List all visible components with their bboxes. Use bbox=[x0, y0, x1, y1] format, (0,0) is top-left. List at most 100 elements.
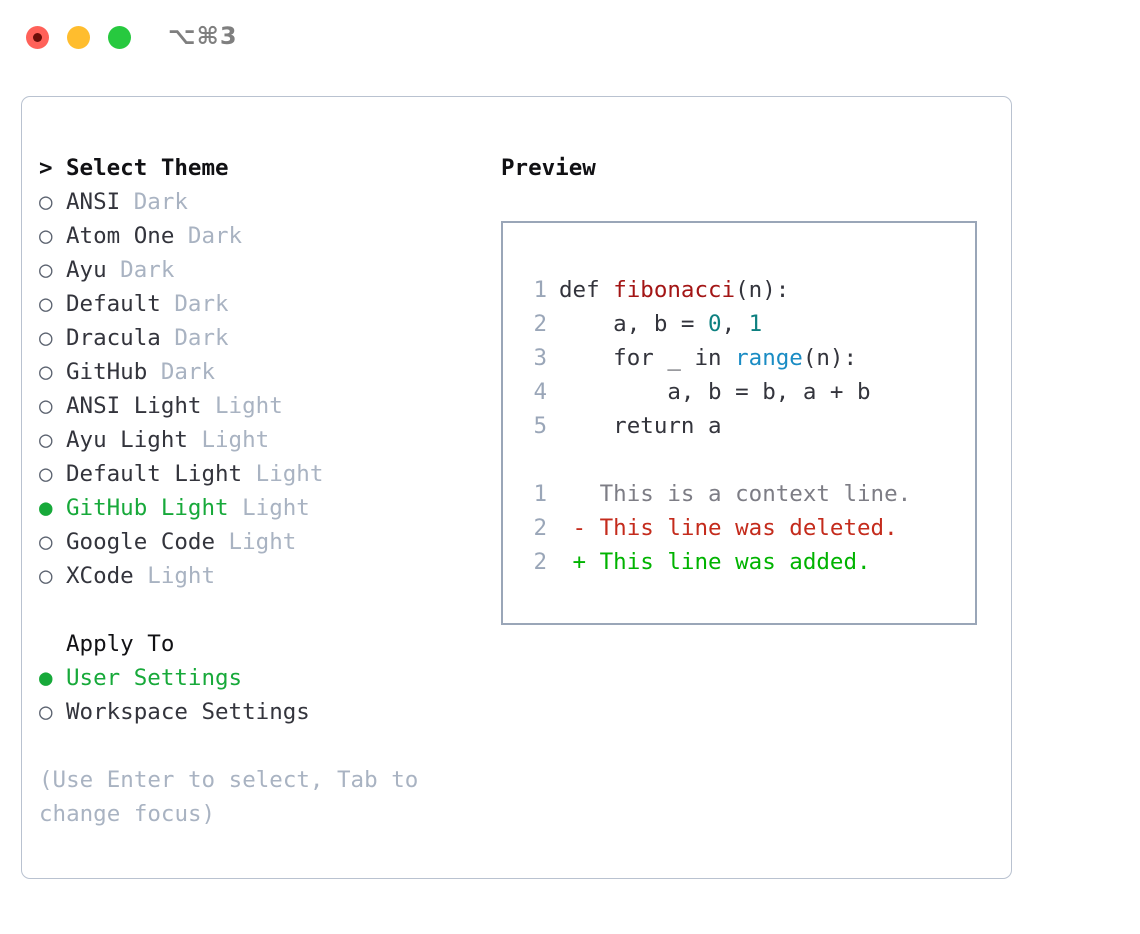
theme-option-badge: Light bbox=[242, 461, 324, 487]
apply-to-option-label: User Settings bbox=[66, 665, 243, 691]
theme-selector-pane: > Select Theme ○ ANSI Dark ○ Atom One Dark ○ A… bbox=[39, 151, 479, 831]
caret-icon: > bbox=[39, 155, 53, 181]
apply-to-option-list: ● User Settings ○ Workspace Settings bbox=[39, 661, 479, 729]
code-line: 2 a, b = 0, 1 bbox=[521, 307, 969, 341]
apply-to-option-workspace-settings[interactable]: ○ Workspace Settings bbox=[39, 695, 479, 729]
line-number: 1 bbox=[533, 277, 547, 303]
code-token: return a bbox=[559, 413, 722, 439]
theme-option-label: ANSI Light bbox=[66, 393, 202, 419]
radio-unselected-icon: ○ bbox=[39, 563, 53, 589]
theme-option-label: GitHub Light bbox=[66, 495, 229, 521]
code-token: def bbox=[559, 277, 614, 303]
radio-unselected-icon: ○ bbox=[39, 189, 53, 215]
theme-option-badge: Light bbox=[228, 495, 310, 521]
theme-option-badge: Light bbox=[215, 529, 297, 555]
code-line: 5 return a bbox=[521, 409, 969, 443]
theme-option-badge: Light bbox=[187, 427, 270, 453]
code-line: 3 for _ in range(n): bbox=[521, 341, 969, 375]
theme-option-badge: Dark bbox=[160, 325, 229, 351]
select-theme-title: Select Theme bbox=[66, 155, 229, 181]
theme-option-github[interactable]: ○ GitHub Dark bbox=[39, 355, 479, 389]
theme-option-atom-one[interactable]: ○ Atom One Dark bbox=[39, 219, 479, 253]
diff-line-text: + This line was added. bbox=[559, 549, 871, 575]
title-bar: ⌥⌘3 bbox=[0, 0, 1140, 76]
theme-option-label: Default Light bbox=[66, 461, 243, 487]
preview-title: Preview bbox=[501, 155, 596, 181]
line-number: 4 bbox=[533, 379, 547, 405]
diff-line-text: - This line was deleted. bbox=[559, 515, 898, 541]
theme-option-label: ANSI bbox=[66, 189, 121, 215]
apply-to-option-label: Workspace Settings bbox=[66, 699, 310, 725]
code-token: fibonacci bbox=[613, 277, 736, 303]
theme-option-badge: Dark bbox=[120, 189, 188, 215]
diff-block: 1 This is a context line.2 - This line w… bbox=[521, 477, 969, 579]
theme-option-list: ○ANSI Dark○Atom One Dark○Ayu Dark○Defaul… bbox=[39, 185, 479, 593]
apply-to-title: Apply To bbox=[66, 631, 175, 657]
line-number: 1 bbox=[533, 481, 547, 507]
theme-option-default[interactable]: ○ Default Dark bbox=[39, 287, 479, 321]
theme-option-xcode[interactable]: ○XCode Light bbox=[39, 559, 479, 593]
maximize-button[interactable] bbox=[108, 26, 131, 49]
code-token: for _ in bbox=[559, 345, 736, 371]
radio-unselected-icon: ○ bbox=[39, 257, 53, 283]
diff-line-add: 2 + This line was added. bbox=[521, 545, 969, 579]
theme-option-label: GitHub bbox=[66, 359, 148, 385]
theme-option-ansi-light[interactable]: ○ ANSI Light Light bbox=[39, 389, 479, 423]
theme-option-label: Dracula bbox=[66, 325, 161, 351]
theme-option-badge: Light bbox=[201, 393, 283, 419]
code-token: 1 bbox=[748, 311, 763, 337]
radio-unselected-icon: ○ bbox=[39, 427, 53, 453]
radio-unselected-icon: ○ bbox=[39, 359, 53, 385]
theme-option-badge: Dark bbox=[106, 257, 175, 283]
close-button[interactable] bbox=[26, 26, 49, 49]
code-token: a, b = bbox=[559, 311, 709, 337]
theme-option-github-light[interactable]: ● GitHub Light Light bbox=[39, 491, 479, 525]
theme-option-badge: Dark bbox=[174, 223, 243, 249]
theme-option-badge: Dark bbox=[160, 291, 229, 317]
theme-option-label: Ayu Light bbox=[66, 427, 188, 453]
window-controls bbox=[26, 26, 131, 49]
radio-selected-icon: ● bbox=[39, 665, 53, 691]
theme-option-ayu-light[interactable]: ○ Ayu Light Light bbox=[39, 423, 479, 457]
diff-line-text: This is a context line. bbox=[559, 481, 912, 507]
theme-option-default-light[interactable]: ○Default Light Light bbox=[39, 457, 479, 491]
theme-option-badge: Dark bbox=[147, 359, 216, 385]
diff-line-del: 2 - This line was deleted. bbox=[521, 511, 969, 545]
code-token: a, b = b, a + b bbox=[559, 379, 871, 405]
apply-to-option-user-settings[interactable]: ● User Settings bbox=[39, 661, 479, 695]
theme-option-dracula[interactable]: ○ Dracula Dark bbox=[39, 321, 479, 355]
theme-option-label: Atom One bbox=[66, 223, 175, 249]
keyboard-shortcut-label: ⌥⌘3 bbox=[168, 22, 238, 50]
theme-option-label: Default bbox=[66, 291, 161, 317]
code-token: 0 bbox=[708, 311, 722, 337]
theme-option-ayu[interactable]: ○ Ayu Dark bbox=[39, 253, 479, 287]
radio-unselected-icon: ○ bbox=[39, 223, 53, 249]
line-number: 3 bbox=[533, 345, 547, 371]
main-card: > Select Theme ○ ANSI Dark ○ Atom One Dark ○ A… bbox=[21, 96, 1012, 879]
radio-unselected-icon: ○ bbox=[39, 325, 53, 351]
radio-selected-icon: ● bbox=[39, 495, 53, 521]
select-theme-header: > Select Theme bbox=[39, 151, 479, 185]
theme-option-label: Google Code bbox=[66, 529, 216, 555]
section-spacer bbox=[39, 593, 479, 627]
minimize-button[interactable] bbox=[67, 26, 90, 49]
radio-unselected-icon: ○ bbox=[39, 291, 53, 317]
theme-option-label: XCode bbox=[66, 563, 134, 589]
radio-unselected-icon: ○ bbox=[39, 393, 53, 419]
theme-option-google-code[interactable]: ○ Google Code Light bbox=[39, 525, 479, 559]
code-token: (n): bbox=[802, 345, 858, 371]
theme-option-ansi[interactable]: ○ ANSI Dark bbox=[39, 185, 479, 219]
diff-line-ctx: 1 This is a context line. bbox=[521, 477, 969, 511]
radio-unselected-icon: ○ bbox=[39, 699, 53, 725]
line-number: 2 bbox=[533, 311, 547, 337]
radio-unselected-icon: ○ bbox=[39, 529, 53, 555]
code-token: , bbox=[721, 311, 749, 337]
code-blank-line bbox=[521, 443, 969, 477]
line-number: 2 bbox=[533, 549, 547, 575]
theme-option-label: Ayu bbox=[66, 257, 107, 283]
